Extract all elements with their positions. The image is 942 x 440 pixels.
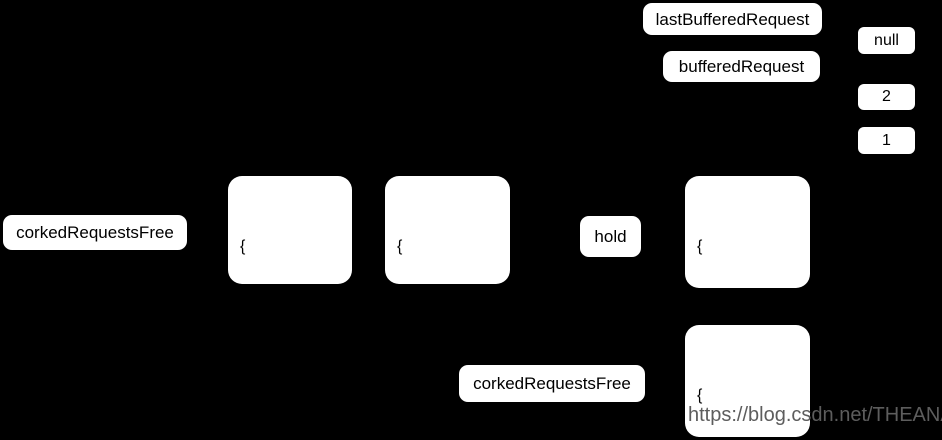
node-value-two[interactable]: 2 <box>858 84 915 110</box>
object-prop-entry: entry: null, <box>253 388 327 405</box>
node-corked-requests-free-bottom[interactable]: corkedRequestsFree <box>459 365 645 402</box>
node-object-4[interactable]: { next: null, entry: null, finish } <box>685 325 810 437</box>
node-last-buffered-request[interactable]: lastBufferedRequest <box>643 3 822 35</box>
node-object-3[interactable]: { next: null, entry: null, finish } <box>685 176 810 405</box>
node-value-null[interactable]: null <box>858 27 915 54</box>
node-label: corkedRequestsFree <box>16 223 174 242</box>
node-label: 1 <box>882 131 891 149</box>
node-label: null <box>874 31 899 49</box>
object-open-brace: { <box>240 238 246 255</box>
node-label: corkedRequestsFree <box>473 374 631 393</box>
object-open-brace: { <box>397 238 403 255</box>
node-value-one[interactable]: 1 <box>858 127 915 154</box>
node-label: bufferedRequest <box>678 57 805 76</box>
node-buffered-request[interactable]: bufferedRequest <box>663 51 820 82</box>
node-label: 2 <box>882 88 891 105</box>
node-label: lastBufferedRequest <box>655 9 810 29</box>
object-prop-next: next: null, <box>410 313 479 330</box>
node-object-1[interactable]: { next: null, entry: null, finish } <box>228 176 352 405</box>
object-open-brace: { <box>697 238 703 255</box>
node-hold[interactable]: hold <box>580 216 641 257</box>
object-prop-next: next: null, <box>253 313 322 330</box>
object-open-brace: { <box>697 387 703 404</box>
node-corked-requests-free-left[interactable]: corkedRequestsFree <box>3 215 187 250</box>
node-label: hold <box>594 227 627 246</box>
node-object-2[interactable]: { next: null, entry: null, finish } <box>385 176 510 405</box>
